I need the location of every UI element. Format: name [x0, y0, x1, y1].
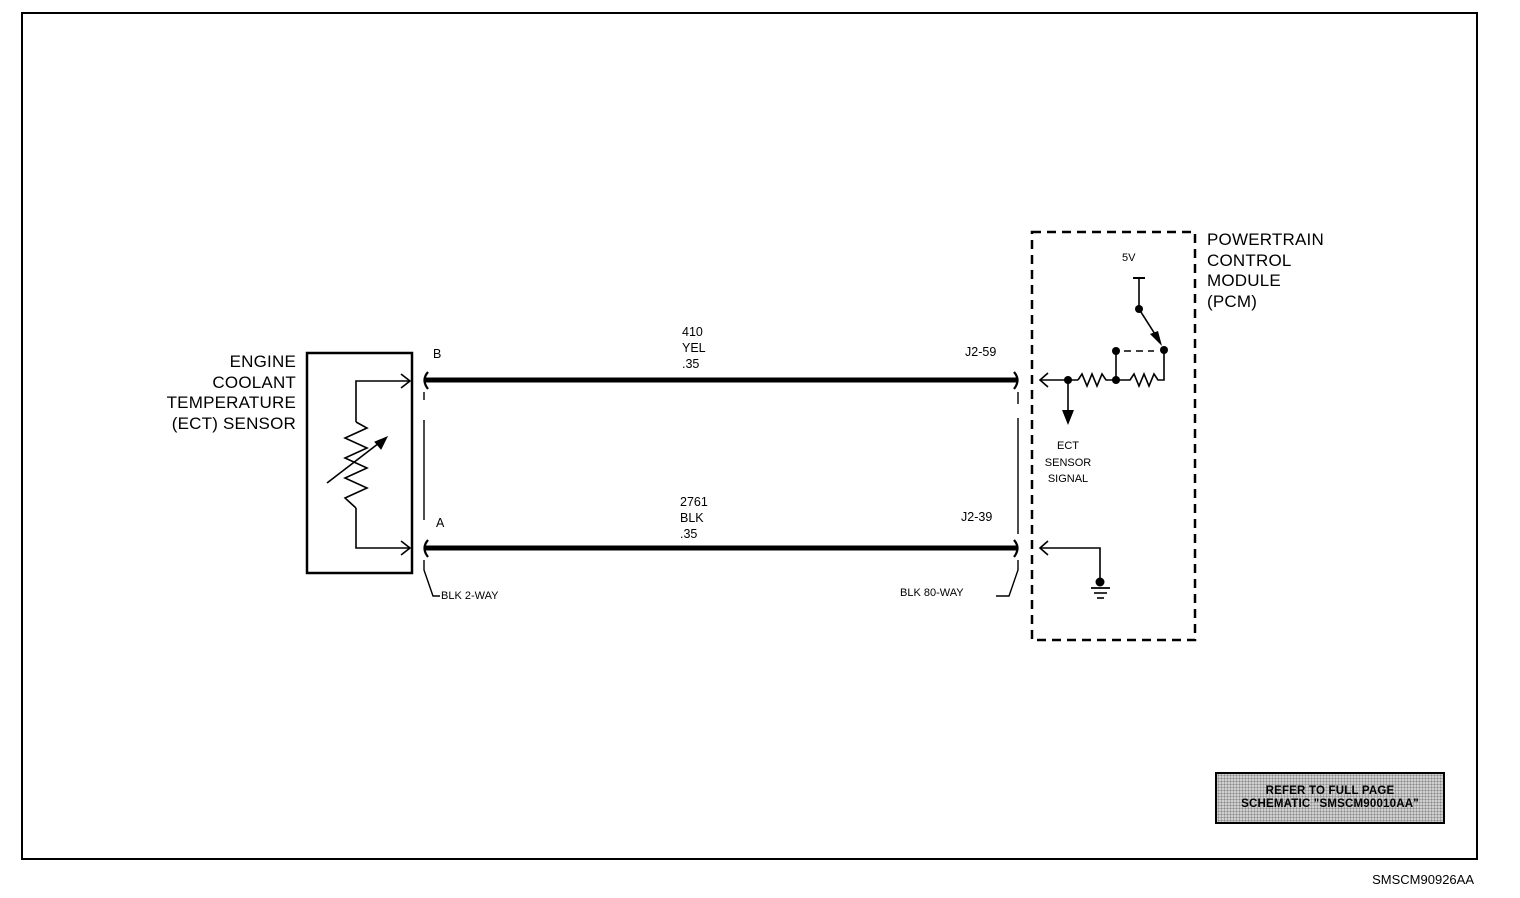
variable-arrow-icon: [326, 436, 389, 484]
signal-label-line: SIGNAL: [1047, 473, 1089, 485]
note-line: REFER TO FULL PAGE: [1265, 785, 1395, 797]
pcm-name: POWERTRAIN CONTROL MODULE (PCM): [1207, 230, 1324, 312]
pcm-pin-j2-39: J2-39: [961, 510, 993, 524]
sensor-name: ENGINE COOLANT TEMPERATURE (ECT) SENSOR: [130, 352, 296, 434]
supply-voltage-label: 5V: [1122, 252, 1136, 264]
right-connector-icon: [996, 371, 1019, 597]
pcm-pin-j2-59: J2-59: [965, 345, 997, 359]
left-connector-icon: [423, 371, 440, 597]
signal-arrow-icon: [1062, 410, 1074, 425]
sensor-connector-label: BLK 2-WAY: [441, 590, 499, 602]
signal-label-line: ECT: [1057, 440, 1079, 452]
sensor-pin-a: A: [436, 516, 445, 530]
sensor-name-line: COOLANT: [212, 372, 296, 392]
signal-label-line: SENSOR: [1044, 456, 1092, 469]
wire-color: BLK: [680, 511, 704, 525]
sensor-pin-b: B: [433, 347, 442, 361]
sensor-name-line: ENGINE: [229, 352, 296, 371]
reference-note: REFER TO FULL PAGE SCHEMATIC "SMSCM90010…: [1215, 772, 1445, 824]
figure-id: SMSCM90926AA: [1372, 872, 1474, 887]
sensor-connector-arrows: [400, 373, 412, 556]
wire-color: YEL: [682, 341, 706, 355]
sensor-box: [305, 351, 414, 575]
circuit-2761-label: 2761 BLK .35: [680, 494, 708, 542]
pcm-connector-label: BLK 80-WAY: [900, 587, 964, 599]
diagram-frame: [21, 12, 1478, 860]
circuit-number: 410: [682, 325, 703, 339]
circuit-number: 2761: [680, 495, 708, 509]
sensor-name-line: TEMPERATURE: [166, 393, 296, 412]
pcm-box: [1030, 230, 1197, 642]
pcm-name-line: MODULE: [1207, 271, 1281, 290]
wire-size: .35: [682, 357, 700, 371]
sensor-leads: [355, 380, 410, 549]
pcm-name-line: CONTROL: [1207, 250, 1292, 270]
pcm-name-line: POWERTRAIN: [1207, 230, 1324, 249]
circuit-410-label: 410 YEL .35: [682, 324, 706, 372]
wire-size: .35: [680, 527, 698, 541]
switch-arrow-icon: [1150, 331, 1162, 346]
sensor-name-line: (ECT) SENSOR: [171, 413, 296, 433]
thermistor-icon: [343, 421, 369, 509]
ect-signal-label: ECT SENSOR SIGNAL: [1036, 438, 1100, 488]
note-line: SCHEMATIC "SMSCM90010AA": [1241, 798, 1419, 810]
pcm-name-line: (PCM): [1207, 291, 1258, 311]
pcm-nodes: [1064, 305, 1168, 587]
